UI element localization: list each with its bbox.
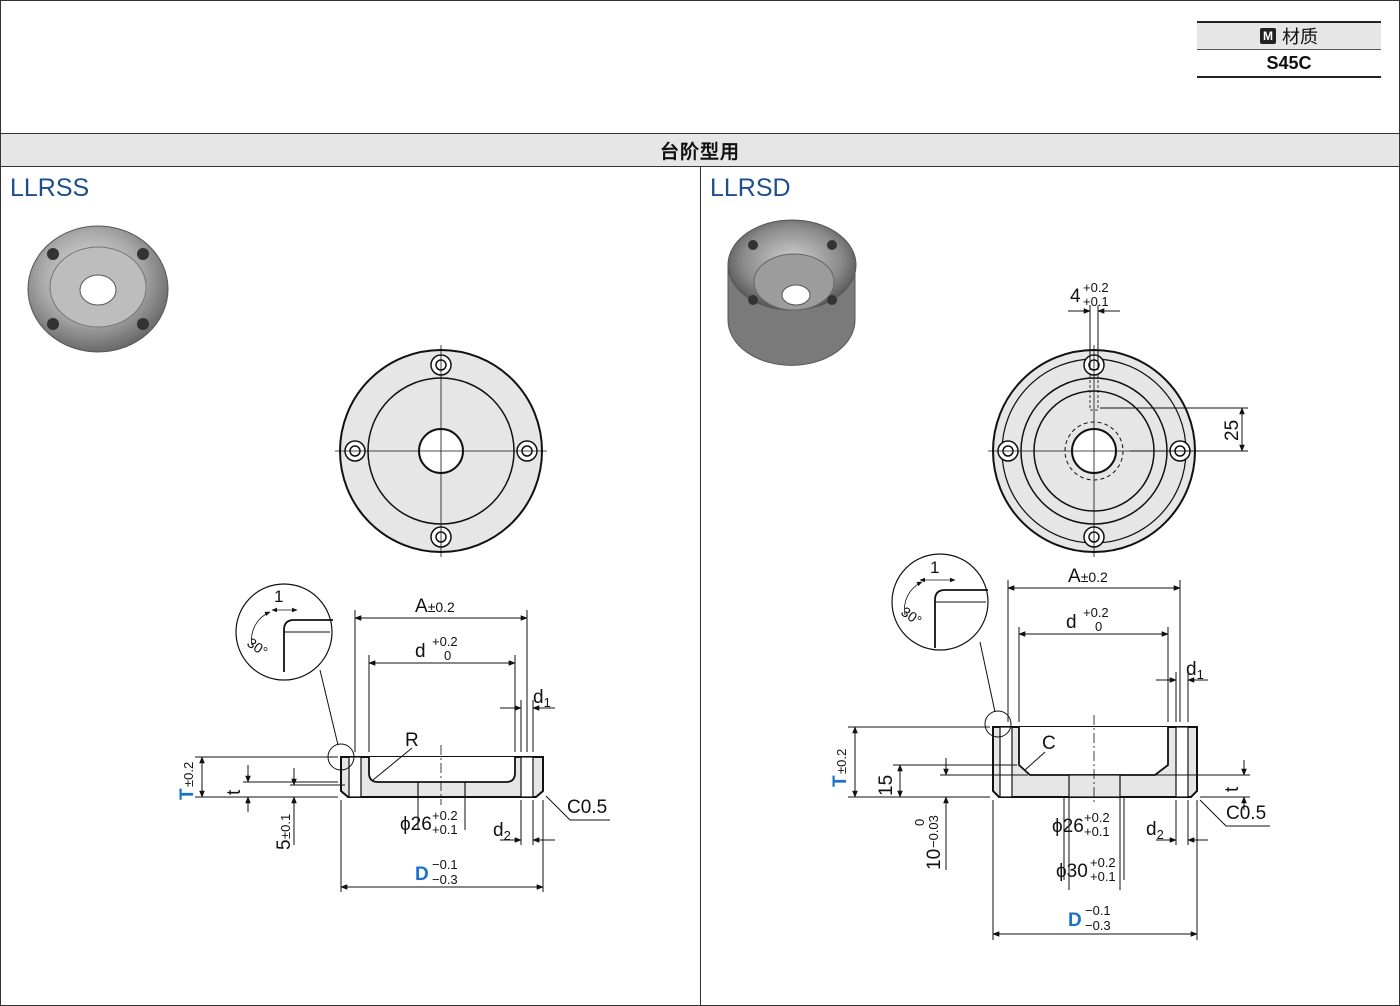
- llrss-dim-d1: d1: [533, 687, 551, 710]
- llrsd-dim-T: T: [830, 775, 851, 787]
- llrss-detail-circle: [235, 583, 333, 681]
- llrss-dim-phi26-tol-bot: +0.1: [432, 822, 458, 837]
- material-header: M 材质: [1197, 23, 1381, 50]
- llrss-dim-phi26-tol-top: +0.2: [432, 808, 458, 823]
- llrsd-dim-c: C: [1042, 733, 1056, 754]
- llrss-dim-d: d: [415, 641, 426, 662]
- llrss-dimension-labels: A±0.2 d +0.2 0 d1 R C0.5 ϕ26 +0.2 +0.1 d…: [177, 587, 607, 887]
- llrss-dim-d-tol-top: +0.2: [432, 634, 458, 649]
- llrss-dim-D-tol-top: −0.1: [432, 857, 458, 872]
- llrss-photo: [27, 225, 169, 353]
- llrss-top-view: [335, 345, 547, 557]
- llrsd-dim-t: t: [1222, 786, 1243, 792]
- llrsd-section-view: [979, 641, 1198, 805]
- llrsd-dim-10-tol-top: 0: [912, 819, 927, 826]
- llrsd-dim-phi30: ϕ30: [1056, 861, 1088, 882]
- llrsd-dimension-lines: [848, 305, 1270, 940]
- llrsd-dim-4-tol-top: +0.2: [1083, 280, 1109, 295]
- llrsd-dim-D-tol-bot: −0.3: [1085, 918, 1111, 933]
- llrsd-dim-D-tol-top: −0.1: [1085, 903, 1111, 918]
- llrsd-dim-d: d: [1066, 612, 1077, 633]
- llrss-dim-phi26: ϕ26: [400, 814, 432, 835]
- llrss-dim-r: R: [405, 730, 419, 751]
- llrss-detail-1: 1: [274, 587, 283, 606]
- llrss-dim-T-tol: ±0.2: [181, 762, 196, 787]
- llrsd-dim-25: 25: [1222, 420, 1243, 441]
- llrsd-dim-10-tol-bot: −0.03: [926, 815, 941, 848]
- llrss-dim-t: t: [224, 789, 245, 795]
- llrsd-dimension-labels: 4 +0.2 +0.1 25 A±0.2 d +0.2 0 d1 C C0.5 …: [830, 280, 1266, 933]
- llrss-dim-d-tol-bot: 0: [444, 648, 451, 663]
- llrss-dim-a: A±0.2: [415, 596, 455, 617]
- material-icon: M: [1260, 28, 1276, 44]
- llrsd-dim-phi30-tol-bot: +0.1: [1090, 869, 1116, 884]
- llrsd-dim-D: D: [1068, 910, 1082, 931]
- material-value: S45C: [1266, 52, 1312, 73]
- panel-title-llrsd: LLRSD: [710, 174, 791, 202]
- llrsd-dim-4-tol-bot: +0.1: [1083, 294, 1109, 309]
- llrsd-dim-phi30-tol-top: +0.2: [1090, 855, 1116, 870]
- llrsd-dim-d2: d2: [1146, 819, 1164, 842]
- llrsd-dim-T-tol: ±0.2: [834, 749, 849, 774]
- llrsd-dim-phi26: ϕ26: [1052, 816, 1084, 837]
- llrsd-dim-a: A±0.2: [1068, 566, 1108, 587]
- panel-divider: [700, 166, 701, 1006]
- panel-title-llrss: LLRSS: [10, 174, 90, 202]
- llrss-section-view: [319, 669, 544, 805]
- llrsd-dim-d-tol-top: +0.2: [1083, 605, 1109, 620]
- section-title: 台阶型用: [1, 133, 1399, 167]
- llrss-dim-d2: d2: [493, 820, 511, 843]
- llrss-dim-c05: C0.5: [567, 797, 607, 818]
- llrsd-dim-phi26-tol-top: +0.2: [1084, 810, 1110, 825]
- llrsd-dim-d1: d1: [1186, 659, 1204, 682]
- llrss-dim-5: 5: [274, 839, 295, 850]
- llrss-dimension-lines: [195, 610, 610, 892]
- llrsd-detail-1: 1: [930, 558, 939, 577]
- llrsd-dim-d-tol-bot: 0: [1095, 619, 1102, 634]
- material-label: 材质: [1282, 27, 1318, 47]
- llrsd-dim-15: 15: [876, 775, 897, 796]
- llrsd-dim-4: 4: [1070, 286, 1081, 307]
- llrsd-photo: [727, 219, 857, 366]
- llrss-dim-5-tol: ±0.1: [278, 814, 293, 839]
- llrsd-dim-c05: C0.5: [1226, 803, 1266, 824]
- material-table: M 材质 S45C: [1197, 21, 1381, 78]
- llrsd-dim-phi26-tol-bot: +0.1: [1084, 824, 1110, 839]
- llrss-dim-T: T: [177, 788, 198, 800]
- llrss-dim-D: D: [415, 864, 429, 885]
- llrss-dim-D-tol-bot: −0.3: [432, 872, 458, 887]
- llrsd-detail-circle: [891, 553, 989, 651]
- llrsd-dim-10: 10: [924, 849, 945, 870]
